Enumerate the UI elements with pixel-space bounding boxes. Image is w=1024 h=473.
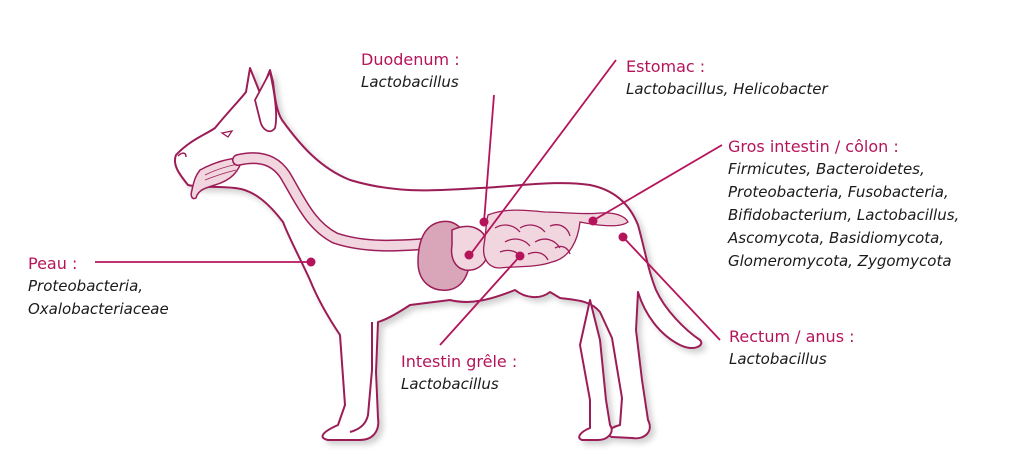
leader-gros-intestin	[593, 144, 723, 221]
label-estomac: Estomac : Lactobacillus, Helicobacter	[626, 55, 828, 101]
label-body: Lactobacillus, Helicobacter	[626, 80, 828, 98]
leader-dots	[306, 216, 628, 267]
dot-gros-intestin	[588, 216, 598, 226]
label-title: Duodenum :	[361, 50, 460, 69]
label-title: Intestin grêle :	[401, 352, 518, 371]
label-title: Gros intestin / côlon :	[728, 137, 899, 156]
label-body: Lactobacillus	[729, 350, 827, 368]
leader-lines	[95, 59, 723, 346]
dog-eye	[220, 130, 234, 138]
dog-ear	[254, 69, 278, 133]
leader-estomac	[469, 59, 617, 256]
leader-duodenum	[483, 94, 495, 223]
label-body: Bifidobacterium, Lactobacillus,	[728, 206, 960, 224]
leader-rectum	[622, 236, 721, 341]
label-title: Estomac :	[626, 57, 706, 76]
dot-duodenum	[479, 217, 489, 227]
dot-estomac	[464, 250, 474, 260]
label-duodenum: Duodenum : Lactobacillus	[361, 48, 460, 94]
label-title: Rectum / anus :	[729, 327, 855, 346]
label-peau: Peau : Proteobacteria, Oxalobacteriaceae	[28, 252, 169, 321]
label-body: Glomeromycota, Zygomycota	[728, 252, 952, 270]
label-title: Peau :	[28, 254, 78, 273]
label-intestin-grele: Intestin grêle : Lactobacillus	[401, 350, 517, 396]
label-body: Proteobacteria, Fusobacteria,	[728, 183, 949, 201]
label-rectum: Rectum / anus : Lactobacillus	[729, 325, 855, 371]
dot-intestin-grele	[515, 251, 525, 261]
dot-peau	[306, 257, 316, 267]
stomach	[450, 225, 489, 271]
label-body: Lactobacillus	[361, 73, 459, 91]
label-body: Lactobacillus	[401, 375, 499, 393]
label-gros-intestin: Gros intestin / côlon : Firmicutes, Bact…	[728, 135, 959, 273]
label-body: Ascomycota, Basidiomycota,	[728, 229, 945, 247]
label-body: Oxalobacteriaceae	[28, 300, 169, 318]
label-body: Firmicutes, Bacteroidetes,	[728, 160, 925, 178]
dot-rectum	[618, 232, 628, 242]
dog-nose	[177, 152, 187, 158]
label-body: Proteobacteria,	[28, 277, 144, 295]
leader-intestin-grele	[439, 255, 521, 346]
